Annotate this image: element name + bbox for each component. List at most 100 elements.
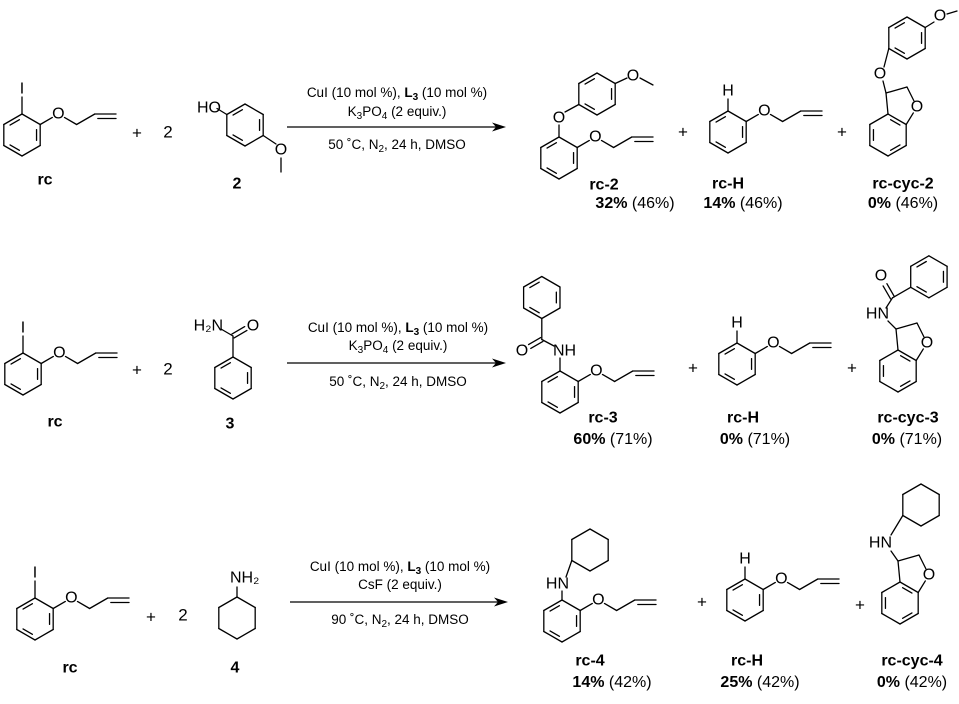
yield-value: 25% <box>720 674 753 691</box>
bond <box>522 275 543 288</box>
product-yield: 32% (46%) <box>595 195 674 213</box>
conversion-value: (46%) <box>739 195 783 212</box>
row3-plus: +2 <box>146 606 188 627</box>
aromatic-bond <box>547 376 559 383</box>
condition-text: CsF (2 equiv.) <box>358 577 442 592</box>
product-yield: 0% (46%) <box>868 195 938 213</box>
bond <box>561 630 581 643</box>
aromatic-bond <box>894 47 906 54</box>
condition-text: 3 <box>412 92 419 103</box>
bond <box>918 554 927 570</box>
bond <box>726 609 746 622</box>
condition-text: , 24 h, DMSO <box>384 137 466 152</box>
bond <box>34 628 54 641</box>
row1-plus: +2 <box>132 123 173 143</box>
bond <box>869 113 889 126</box>
reaction-conditions-line3: 50 ˚C, N2, 24 h, DMSO <box>277 137 517 155</box>
aromatic-bond <box>732 609 744 616</box>
conversion-value: (71%) <box>899 431 943 448</box>
atom-label: H <box>739 551 751 568</box>
bond <box>928 255 948 267</box>
aromatic-bond <box>529 306 540 314</box>
bond <box>40 355 54 365</box>
atom-label: O <box>767 335 779 352</box>
bond <box>890 550 899 562</box>
bond <box>559 370 579 383</box>
double-bond <box>530 340 544 350</box>
bond <box>603 602 618 612</box>
bond <box>565 559 573 578</box>
atom-label: NH₂ <box>230 570 259 587</box>
condition-text: 3 <box>415 566 422 577</box>
bond <box>540 167 560 180</box>
bond <box>902 483 922 496</box>
aromatic-bond <box>724 373 736 380</box>
row2-arrow <box>287 358 506 368</box>
plus-sign: + <box>847 359 857 378</box>
condition-text: (10 mol %) <box>419 320 489 335</box>
bond <box>571 559 591 572</box>
reaction-conditions-line1: CuI (10 mol %), L3 (10 mol %) <box>280 559 520 577</box>
bond <box>899 581 919 594</box>
bond <box>744 578 764 591</box>
bond <box>75 113 96 126</box>
bond <box>3 113 23 126</box>
double-bond <box>527 336 542 346</box>
bond <box>920 483 940 496</box>
bond <box>798 578 819 591</box>
equivalents: 2 <box>163 123 172 142</box>
plus-sign: + <box>697 593 707 612</box>
bond <box>885 86 908 94</box>
bond <box>214 387 234 400</box>
aromatic-bond <box>22 603 34 610</box>
bond <box>885 297 894 309</box>
bond <box>924 21 935 29</box>
atom-label: O <box>65 590 77 607</box>
bond <box>76 600 91 610</box>
conversion-value: (71%) <box>747 431 791 448</box>
bond <box>576 139 590 149</box>
bond <box>4 352 24 365</box>
aromatic-bond <box>715 116 727 123</box>
bond <box>709 110 729 123</box>
bond <box>543 630 563 643</box>
condition-text: 90 ˚C, N <box>331 612 382 627</box>
condition-text: L <box>407 559 416 574</box>
bond <box>596 72 616 85</box>
bond <box>615 599 636 612</box>
bond <box>917 580 926 594</box>
compound-label: rc-2 <box>589 177 618 194</box>
bond <box>639 77 654 86</box>
bond <box>232 356 252 369</box>
aromatic-bond <box>901 587 913 594</box>
atom-label: O <box>52 106 64 123</box>
bond <box>614 77 628 85</box>
condition-text: , 24 h, DMSO <box>385 374 467 389</box>
yield-value: 60% <box>573 431 606 448</box>
bond <box>879 380 899 393</box>
atom-label: O <box>775 571 787 588</box>
compound-label: rc-H <box>727 410 759 427</box>
bond <box>600 139 615 149</box>
equivalents: 2 <box>163 360 172 379</box>
reaction-conditions-line2: K3PO4 (2 equiv.) <box>278 338 518 356</box>
atom-label: O <box>53 345 65 362</box>
compound-label: rc <box>62 660 77 677</box>
bond <box>887 320 897 330</box>
atom-label: H <box>722 83 734 100</box>
bond <box>906 16 926 29</box>
bond <box>786 581 801 591</box>
bond <box>218 627 238 640</box>
yield-value: 0% <box>871 431 895 448</box>
aromatic-bond <box>889 119 901 126</box>
bond <box>226 103 246 116</box>
aromatic-bond <box>724 348 736 355</box>
atom-label: I <box>33 565 37 582</box>
bond <box>63 116 78 126</box>
conversion-value: (71%) <box>609 431 653 448</box>
